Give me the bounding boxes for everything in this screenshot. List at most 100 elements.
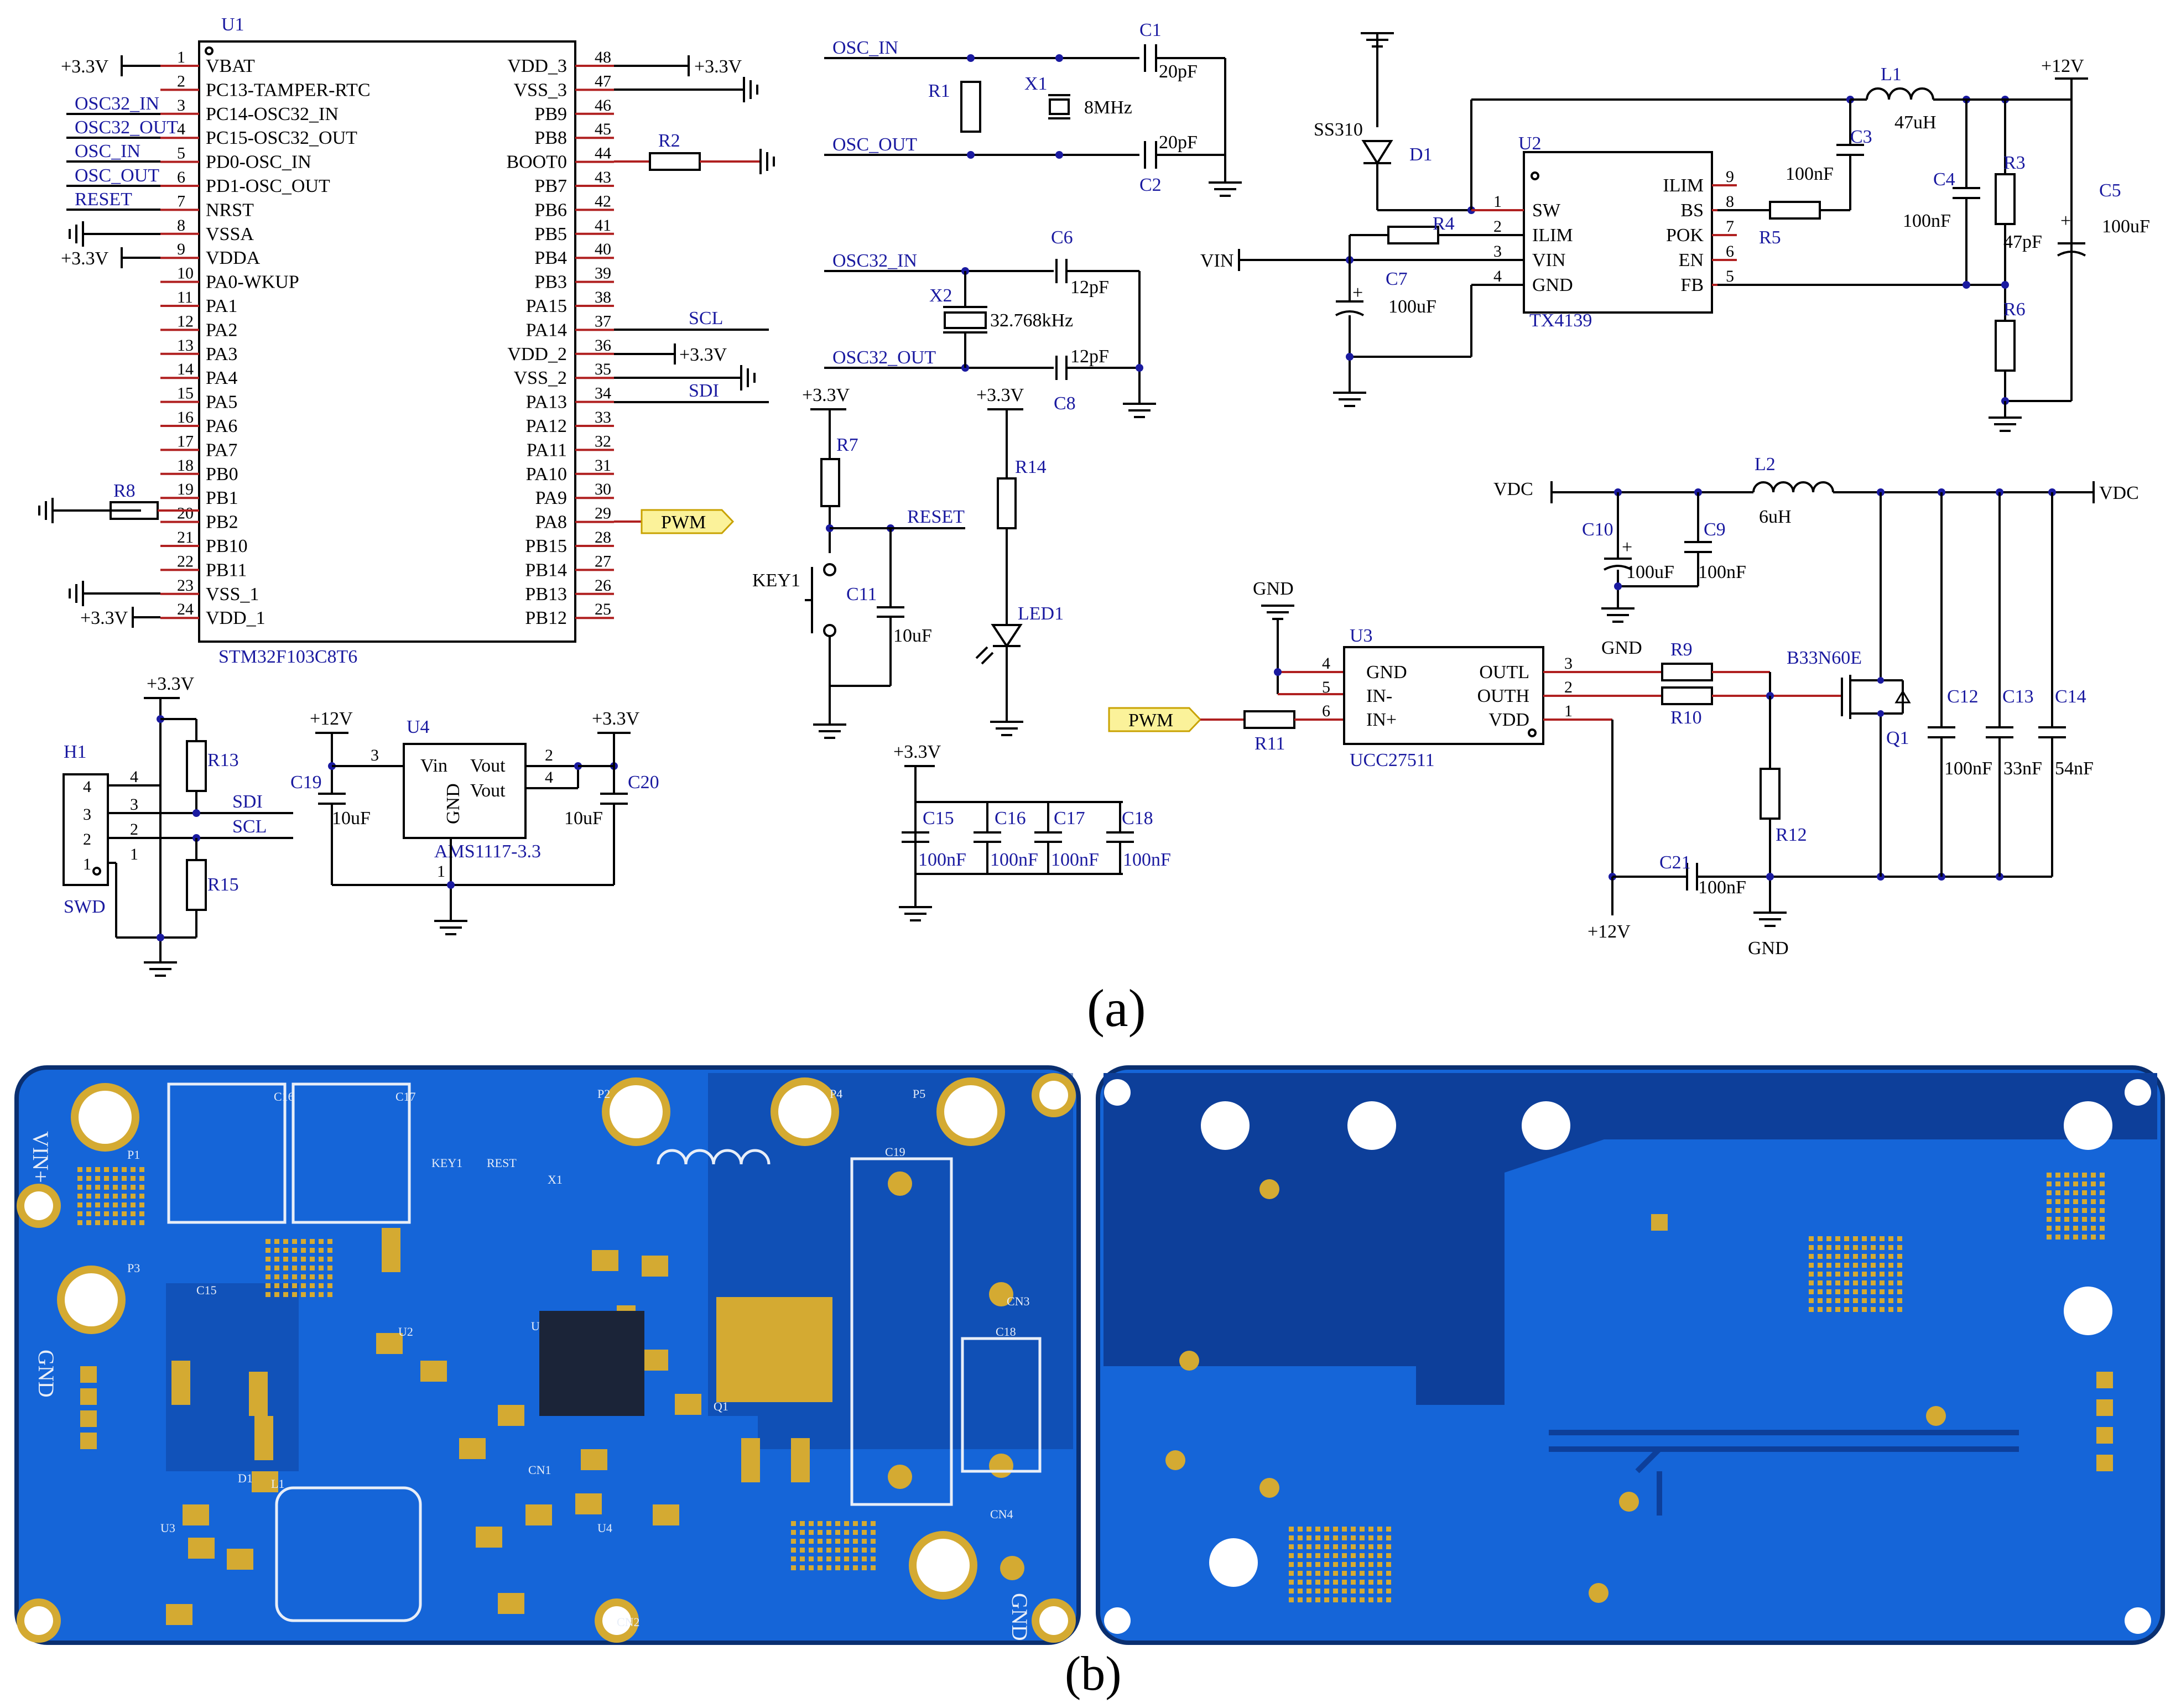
u3-ref: U3 (1350, 626, 1373, 646)
power-stage-section: VDC L2 6uH VDC + C10 100uF C9 100nF GND … (1108, 454, 2139, 959)
mcu-pin-number: 46 (595, 96, 611, 114)
mcu-pin-number: 4 (177, 120, 185, 138)
mcu-pin-name: PB4 (534, 248, 567, 268)
u3-pin-number: 6 (1322, 702, 1330, 720)
mcu-pin-name: VSS_3 (514, 80, 567, 100)
net-12v-buck: +12V (2041, 56, 2084, 76)
mcu-pin-number: 42 (595, 192, 611, 210)
mcu-pin-name: PA10 (526, 464, 567, 485)
pcb-drill-hole (1039, 1081, 1068, 1110)
c11-label: C11 (846, 584, 877, 605)
pcb-silk-label: P1 (127, 1148, 140, 1162)
mcu-pin-number: 26 (595, 576, 611, 595)
mcu-pin-number: 15 (177, 384, 194, 403)
mcu-pin-number: 14 (177, 360, 194, 378)
swd-pin-inner: 1 (83, 855, 91, 873)
pcb-silk-label: CN2 (617, 1615, 640, 1629)
pcb-silk-label: D1 (238, 1471, 253, 1485)
pcb-silk-label: GND (1007, 1593, 1032, 1641)
u4-part: AMS1117-3.3 (434, 841, 541, 862)
pcb-drill-hole (79, 1091, 132, 1144)
pcb-drill-hole (2064, 1101, 2112, 1150)
c3-label: C3 (1850, 127, 1872, 147)
swd-pin-inner: 3 (83, 805, 91, 824)
u2-pin-name: POK (1666, 225, 1704, 246)
mcu-pin-number: 47 (595, 72, 611, 90)
u2-pin-number: 9 (1726, 168, 1734, 186)
pwm-flag-mcu: PWM (661, 512, 706, 533)
mcu-pin-name: PA12 (526, 416, 567, 436)
net-osc-in-left: OSC_IN (75, 141, 140, 162)
u4-pin4: 4 (545, 768, 553, 787)
mcu-pin-name: PB0 (206, 464, 238, 485)
mcu-pin-number: 32 (595, 432, 611, 450)
l2-label: L2 (1755, 454, 1776, 475)
mcu-pin-name: VSS_2 (514, 368, 567, 388)
net-v33-r14: +3.3V (976, 385, 1024, 405)
mcu-pin-name: PC14-OSC32_IN (206, 104, 339, 124)
u3-pin-number: 3 (1564, 654, 1573, 673)
caption-b: (b) (1065, 1647, 1122, 1701)
u2-pin-number: 7 (1726, 217, 1734, 236)
u3-pin-name: OUTH (1477, 686, 1529, 706)
r15-label: R15 (207, 874, 239, 895)
mcu-pin-name: PA11 (527, 440, 567, 460)
mcu-pin-number: 34 (595, 384, 611, 403)
mcu-pin-name: NRST (206, 200, 254, 220)
u3-pin-number: 5 (1322, 678, 1330, 696)
u3-pin-number: 1 (1564, 702, 1573, 720)
c9-label: C9 (1704, 519, 1726, 540)
mcu-pin-name: PB2 (206, 512, 238, 533)
mcu-pin-name: VDD_3 (507, 56, 567, 76)
u2-pin-name: SW (1532, 200, 1561, 221)
u4-vout1: Vout (470, 756, 506, 776)
mcu-pin-name: PA7 (206, 440, 237, 460)
c15-value: 100nF (918, 850, 966, 870)
c1-label: C1 (1139, 20, 1162, 40)
pcb-drill-hole (917, 1539, 970, 1592)
mcu-pin-name: VSSA (206, 224, 254, 244)
u2-pin-name: ILIM (1663, 175, 1704, 196)
svg-text:+: + (1352, 283, 1363, 303)
c13-value: 33nF (2003, 758, 2042, 779)
mcu-pin-number: 21 (177, 528, 194, 546)
r14-label: R14 (1015, 457, 1047, 477)
c15-label: C15 (923, 808, 954, 829)
pcb-silk-label: C18 (996, 1325, 1016, 1339)
r9-label: R9 (1670, 639, 1693, 660)
c5-value: 100uF (2102, 216, 2150, 237)
pcb-silk-label: P2 (597, 1087, 610, 1101)
pcb-silk-label: VIN+ (28, 1131, 53, 1183)
l2-value: 6uH (1759, 507, 1792, 527)
swd-pin-outer: 1 (130, 845, 138, 863)
mcu-pin-name: PA6 (206, 416, 237, 436)
x2-value: 32.768kHz (990, 310, 1073, 331)
net-osc-out-left: OSC_OUT (75, 165, 159, 186)
r12-label: R12 (1776, 825, 1807, 845)
r13-label: R13 (207, 750, 239, 770)
c6-value: 12pF (1070, 277, 1109, 298)
mcu-pin-number: 48 (595, 48, 611, 66)
mcu-pin-number: 12 (177, 312, 194, 330)
c19-value: 10uF (332, 808, 371, 829)
mcu-pin-number: 9 (177, 240, 185, 258)
c7-value: 100uF (1388, 296, 1436, 317)
mcu-pin-number: 43 (595, 168, 611, 186)
u2-pin-name: GND (1532, 275, 1573, 295)
mcu-pin-number: 28 (595, 528, 611, 546)
mcu-part: STM32F103C8T6 (218, 647, 357, 667)
u2-part: TX4139 (1529, 310, 1592, 331)
pcb-drill-hole (1201, 1101, 1250, 1150)
c11-value: 10uF (893, 626, 932, 646)
decoupling-caps: +3.3V C15 C16 C17 C18 100nF 100nF 100nF … (893, 742, 1171, 921)
mcu-pin-number: 17 (177, 432, 194, 450)
pcb-drill-hole (602, 1606, 631, 1635)
c7-label: C7 (1386, 269, 1408, 289)
mcu-pin-name: VBAT (206, 56, 255, 76)
mcu-pin-number: 19 (177, 480, 194, 498)
mcu-pin-name: PA5 (206, 392, 237, 413)
c12-value: 100nF (1944, 758, 1992, 779)
net-osc-out: OSC_OUT (832, 134, 917, 155)
